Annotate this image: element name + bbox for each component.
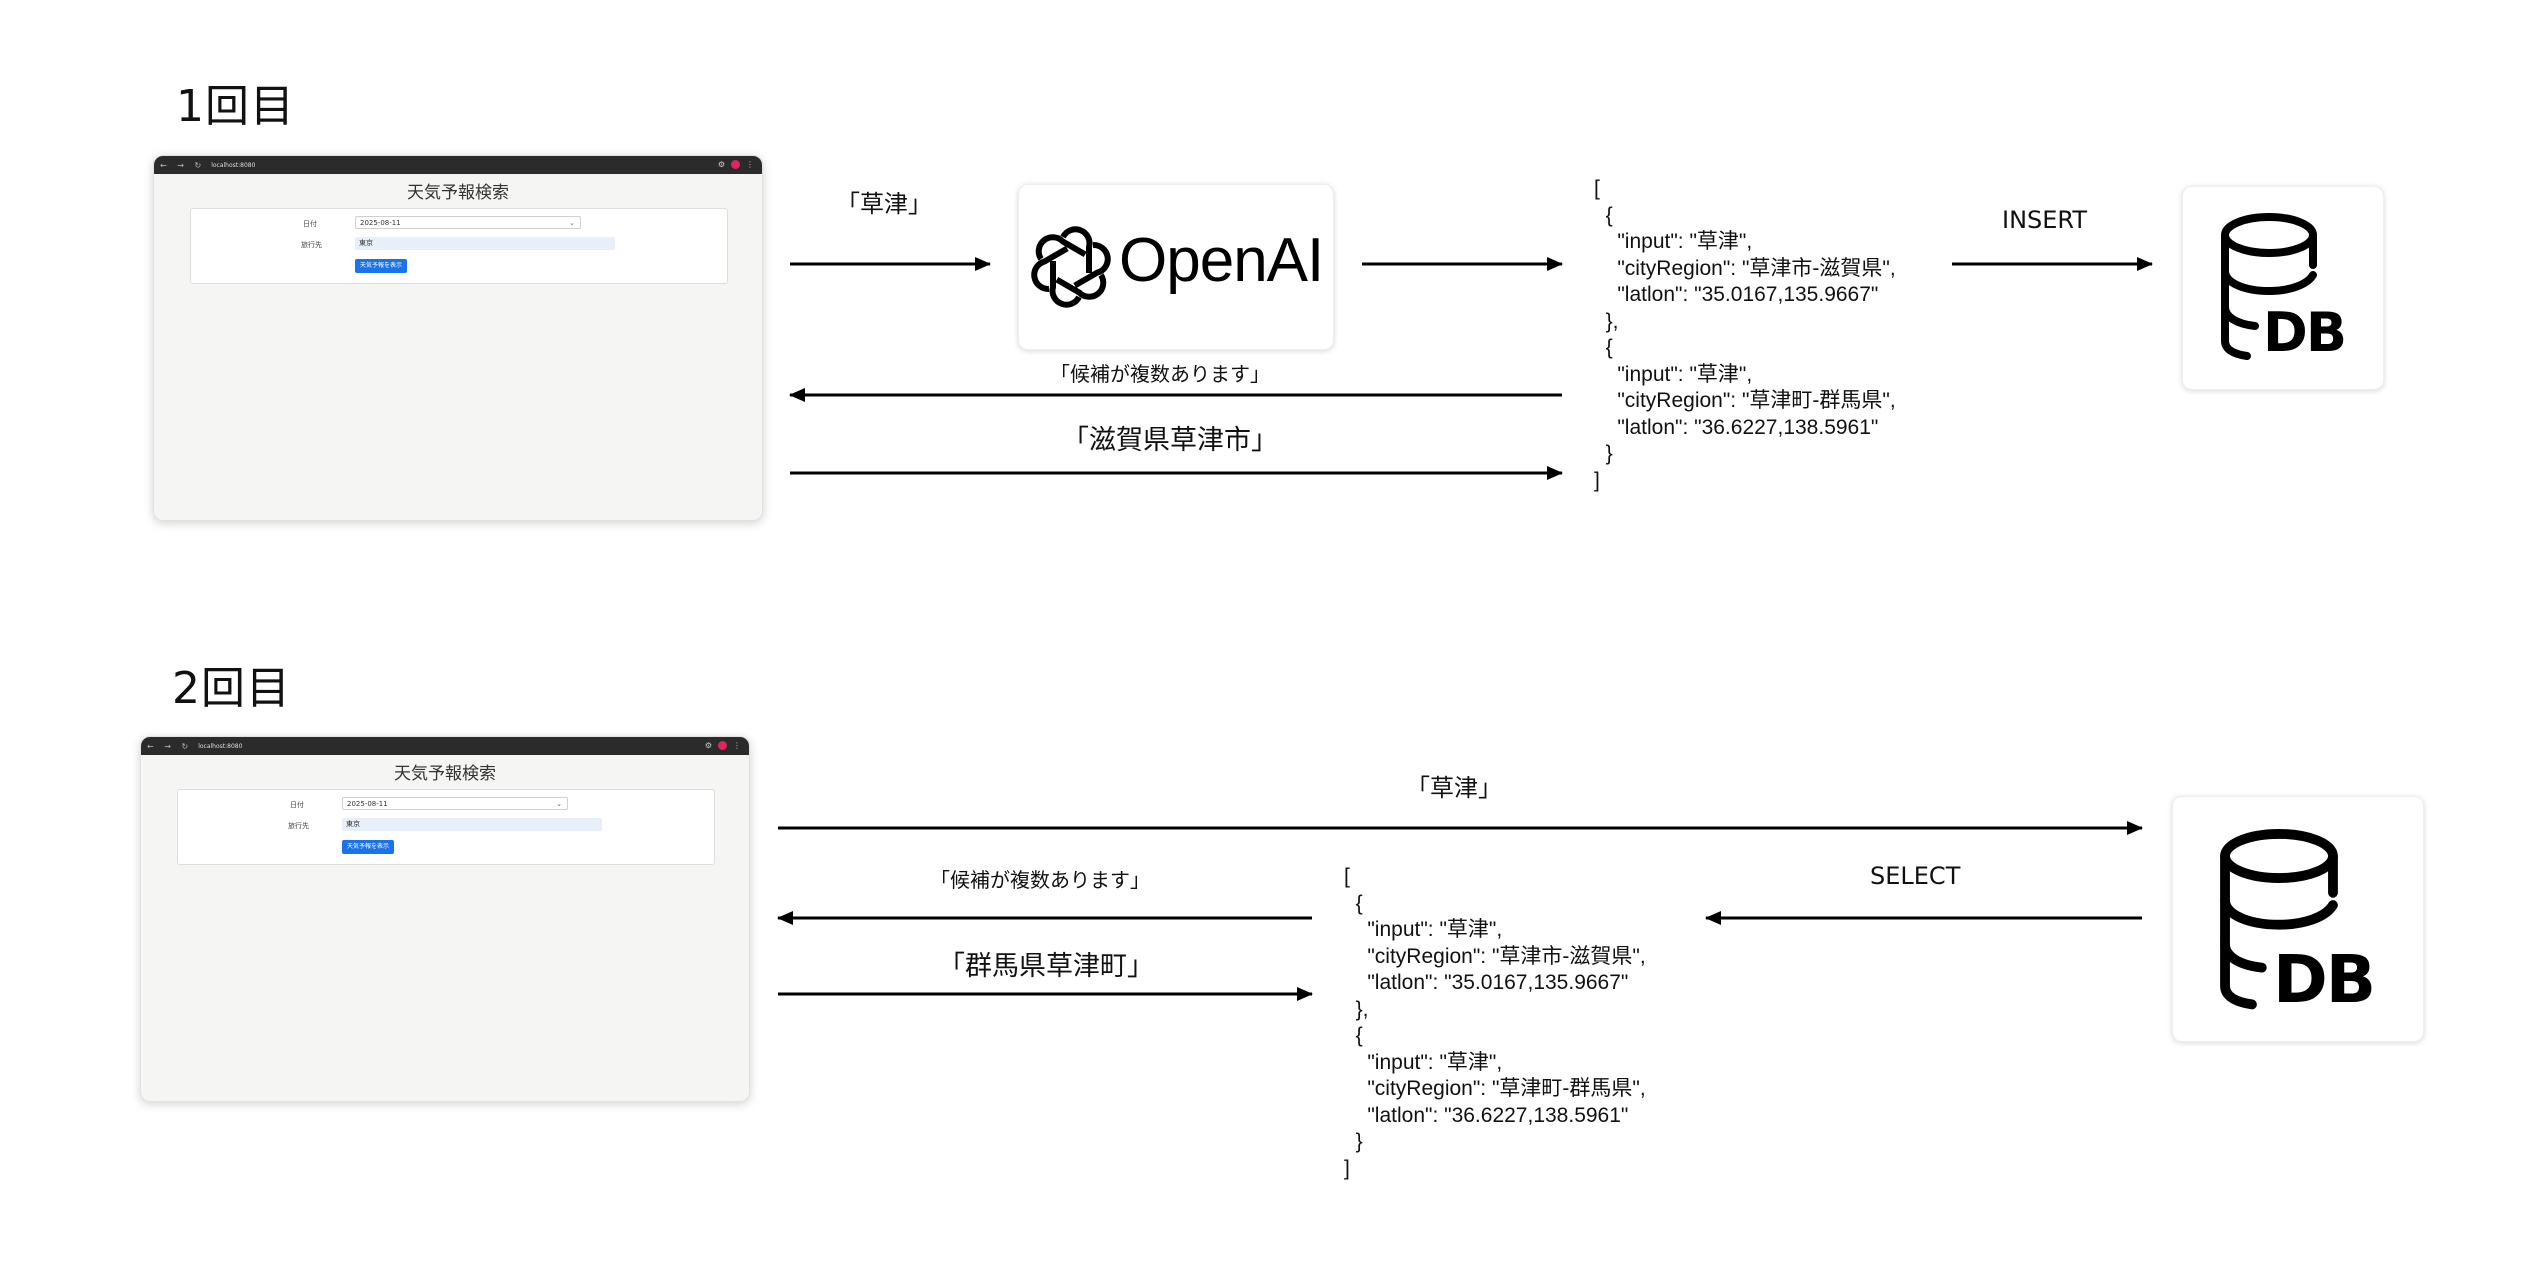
destination-label: 旅行先 bbox=[288, 822, 309, 830]
date-label: 日付 bbox=[303, 220, 317, 228]
label-query-1: 「草津」 bbox=[836, 190, 932, 218]
destination-input[interactable]: 東京 bbox=[355, 237, 615, 250]
date-select[interactable]: 2025-08-11⌄ bbox=[355, 216, 581, 229]
record-icon[interactable] bbox=[718, 741, 727, 750]
show-forecast-button[interactable]: 天気予報を表示 bbox=[355, 259, 408, 273]
label-choice-1: 「滋賀県草津市」 bbox=[1062, 425, 1278, 456]
openai-logo-icon bbox=[1031, 226, 1111, 308]
openai-wordmark: OpenAI bbox=[1119, 226, 1324, 295]
browser-window-1: ← → ↻ localhost:8080 ⚙ ⋮ 天気予報検索 日付 2025-… bbox=[153, 155, 763, 521]
chevron-down-icon: ⌄ bbox=[556, 800, 562, 808]
json-response-2: [ { "input": "草津", "cityRegion": "草津市-滋賀… bbox=[1344, 865, 1646, 1180]
settings-icon[interactable]: ⚙ bbox=[704, 741, 712, 750]
date-select[interactable]: 2025-08-11⌄ bbox=[342, 797, 568, 810]
record-icon[interactable] bbox=[731, 160, 740, 169]
page-title: 天気予報検索 bbox=[394, 764, 496, 784]
page-title: 天気予報検索 bbox=[407, 183, 509, 203]
database-icon bbox=[2220, 829, 2338, 1010]
menu-icon[interactable]: ⋮ bbox=[733, 741, 741, 750]
browser-toolbar: ← → ↻ localhost:8080 ⚙ ⋮ bbox=[141, 737, 749, 755]
search-form: 日付 2025-08-11⌄ 旅行先 東京 天気予報を表示 bbox=[190, 208, 728, 284]
section1-heading: 1回目 bbox=[176, 81, 295, 132]
nav-arrows-icon[interactable]: ← → ↻ bbox=[160, 160, 206, 170]
label-choice-2: 「群馬県草津町」 bbox=[938, 951, 1154, 982]
address-bar[interactable]: localhost:8080 bbox=[211, 161, 256, 169]
database-icon bbox=[2221, 213, 2317, 360]
browser-toolbar: ← → ↻ localhost:8080 ⚙ ⋮ bbox=[154, 156, 762, 174]
destination-input[interactable]: 東京 bbox=[342, 818, 602, 831]
label-candidates-2: 「候補が複数あります」 bbox=[930, 868, 1150, 892]
db-card-2: DB bbox=[2172, 796, 2424, 1042]
show-forecast-button[interactable]: 天気予報を表示 bbox=[342, 840, 395, 854]
json-response-1: [ { "input": "草津", "cityRegion": "草津市-滋賀… bbox=[1594, 177, 1896, 492]
address-bar[interactable]: localhost:8080 bbox=[198, 742, 243, 750]
browser-window-2: ← → ↻ localhost:8080 ⚙ ⋮ 天気予報検索 日付 2025-… bbox=[140, 736, 750, 1102]
label-insert: INSERT bbox=[2002, 206, 2088, 234]
destination-label: 旅行先 bbox=[301, 241, 322, 249]
db-card-1: DB bbox=[2182, 186, 2384, 390]
label-select: SELECT bbox=[1870, 862, 1961, 890]
label-query-2: 「草津」 bbox=[1406, 774, 1502, 802]
openai-card: OpenAI bbox=[1018, 184, 1334, 350]
section2-heading: 2回目 bbox=[172, 663, 291, 714]
date-label: 日付 bbox=[290, 801, 304, 809]
db-label: DB bbox=[2263, 301, 2347, 364]
label-candidates-1: 「候補が複数あります」 bbox=[1050, 362, 1270, 386]
db-label: DB bbox=[2273, 941, 2376, 1018]
chevron-down-icon: ⌄ bbox=[569, 219, 575, 227]
search-form: 日付 2025-08-11⌄ 旅行先 東京 天気予報を表示 bbox=[177, 789, 715, 865]
nav-arrows-icon[interactable]: ← → ↻ bbox=[147, 741, 193, 751]
settings-icon[interactable]: ⚙ bbox=[717, 160, 725, 169]
menu-icon[interactable]: ⋮ bbox=[746, 160, 754, 169]
